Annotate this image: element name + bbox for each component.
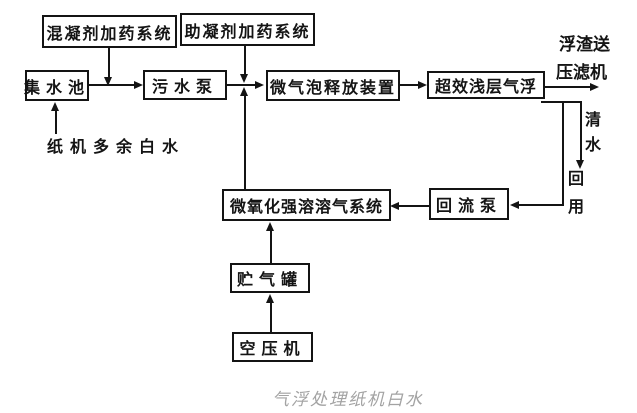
label-reuse: 回用 xyxy=(567,171,584,216)
arrowhead-up-icon xyxy=(266,294,274,303)
flow-line-compressor-to-tank xyxy=(270,303,272,332)
arrowhead-up-icon xyxy=(51,102,59,111)
flow-line-release-to-daf xyxy=(400,84,419,86)
flow-line-recirc-down xyxy=(562,101,564,205)
arrowhead-left-icon xyxy=(390,202,399,210)
flow-line-daf-to-filterpress xyxy=(545,86,591,88)
arrowhead-up-icon xyxy=(266,222,274,231)
node-microbubble-release-device: 微气泡释放装置 xyxy=(266,70,400,101)
arrowhead-down-icon xyxy=(104,77,112,86)
flow-line-coagulant-down xyxy=(108,48,110,77)
arrowhead-right-icon xyxy=(590,83,599,91)
arrowhead-up-icon xyxy=(240,87,248,96)
label-influent: 纸机多余白水 xyxy=(47,139,186,156)
node-coagulant-dosing-system: 混凝剂加药系统 xyxy=(42,15,177,48)
diagram-caption: 气浮处理纸机白水 xyxy=(272,390,424,409)
flow-line-pump-to-dissolved xyxy=(399,205,429,207)
flow-line-tank-to-dissolved xyxy=(270,231,272,263)
label-scum-line1: 浮渣送 xyxy=(559,35,610,54)
arrowhead-right-icon xyxy=(134,81,143,89)
node-collection-tank: 集水池 xyxy=(24,70,89,101)
arrowhead-down-icon xyxy=(576,160,584,169)
node-sewage-pump: 污水泵 xyxy=(143,70,227,100)
label-clean-water: 清水 xyxy=(584,112,601,154)
arrowhead-right-icon xyxy=(418,81,427,89)
node-dissolved-air-system: 微氧化强溶溶气系统 xyxy=(222,189,391,221)
flow-line-pump-to-release xyxy=(227,84,255,86)
node-shallow-daf: 超效浅层气浮 xyxy=(427,71,545,99)
node-air-tank: 贮气罐 xyxy=(230,263,310,293)
flow-line-flocculant-down xyxy=(244,46,246,74)
node-return-pump: 回流泵 xyxy=(429,188,509,220)
label-scum-line2: 压滤机 xyxy=(556,63,607,82)
node-flocculant-dosing-system: 助凝剂加药系统 xyxy=(180,13,315,46)
arrowhead-right-icon xyxy=(255,81,264,89)
arrowhead-left-icon xyxy=(510,201,519,209)
flow-line-dissolved-air-up xyxy=(244,96,246,189)
flow-line-tank-to-pump xyxy=(89,84,135,86)
flow-line-daf-bottom xyxy=(541,101,582,103)
flow-line-recirc-to-pump xyxy=(519,204,564,206)
flow-line-influent-up xyxy=(55,111,57,134)
arrowhead-down-icon xyxy=(240,74,248,83)
node-air-compressor: 空压机 xyxy=(232,332,313,362)
flow-line-clean-water xyxy=(580,101,582,160)
